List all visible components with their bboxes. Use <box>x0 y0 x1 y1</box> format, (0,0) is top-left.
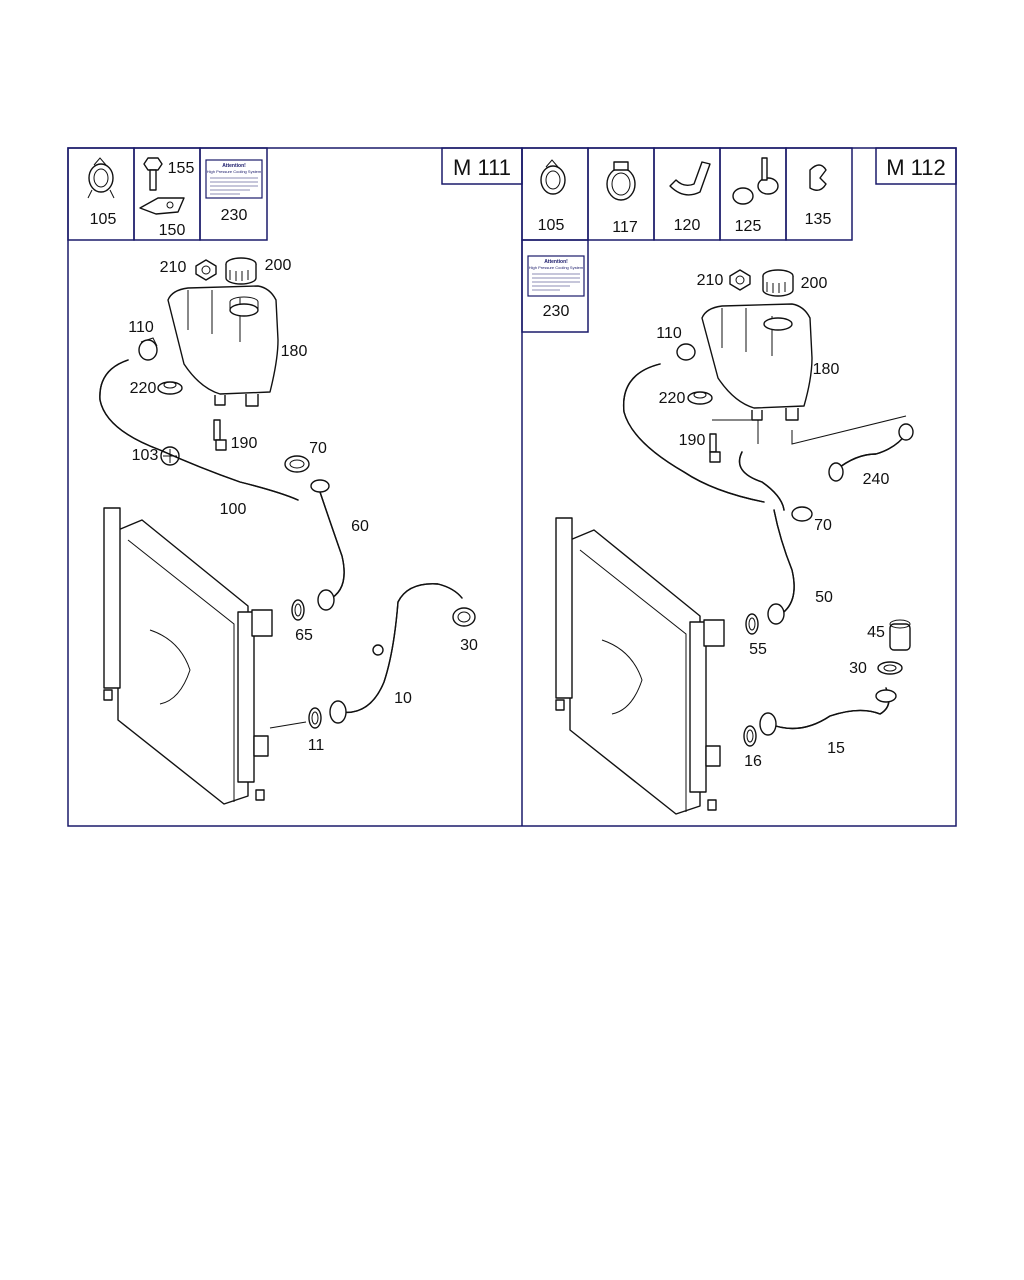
warning-label-subheading: High Pressure Cooling System <box>529 265 584 270</box>
nut-icon <box>729 269 751 291</box>
coupler-icon <box>889 619 911 651</box>
clamp-icon <box>540 159 566 195</box>
callout-label: 190 <box>679 432 706 449</box>
callout-label: 65 <box>295 627 313 644</box>
callout-label: 180 <box>281 343 308 360</box>
o-ring-icon <box>291 599 305 621</box>
callout-label: 45 <box>867 624 885 641</box>
callout-label: 110 <box>128 319 154 336</box>
o-ring-icon <box>743 725 757 747</box>
legend-label: 117 <box>612 219 638 236</box>
callout-label: 220 <box>130 380 157 397</box>
callout-label: 180 <box>813 361 840 378</box>
sensor-icon <box>709 433 721 463</box>
legend-label: 120 <box>674 217 701 234</box>
filler-cap-icon <box>762 269 794 297</box>
clamp-icon <box>676 343 696 361</box>
engine-label-m112: M 112 <box>886 155 946 180</box>
warning-label-icon: Attention! High Pressure Cooling System <box>205 159 263 199</box>
callout-label: 240 <box>863 471 890 488</box>
expansion-tank-icon <box>701 303 813 421</box>
legend-label: 230 <box>543 303 570 320</box>
callout-label: 210 <box>697 272 724 289</box>
legend-label: 135 <box>805 211 832 228</box>
upper-hose-icon <box>310 479 345 611</box>
radiator-icon <box>555 517 725 815</box>
callout-label: 103 <box>132 447 159 464</box>
callout-label: 30 <box>849 660 867 677</box>
panel-m111: M 111 105 155 150 Attention! High Pressu… <box>67 147 523 805</box>
callout-label: 200 <box>801 275 828 292</box>
warning-label-heading: Attention! <box>222 163 246 169</box>
legend-label: 150 <box>159 222 186 239</box>
callout-label: 55 <box>749 641 767 658</box>
double-clip-icon <box>732 157 779 205</box>
nut-icon <box>195 259 217 281</box>
legend-label: 155 <box>168 160 195 177</box>
radiator-icon <box>103 507 273 805</box>
o-ring-icon <box>308 707 322 729</box>
legend-label: 105 <box>90 211 117 228</box>
callout-label: 15 <box>827 740 845 757</box>
legend-cell-230 <box>199 147 268 241</box>
bolt-icon <box>143 157 163 191</box>
callout-label: 70 <box>814 517 832 534</box>
hook-clip-icon <box>809 164 827 191</box>
legend-label: 105 <box>538 217 565 234</box>
warning-label-heading: Attention! <box>544 259 568 265</box>
callout-label: 110 <box>656 325 682 342</box>
clamp-icon <box>138 337 158 361</box>
tank-hose-icon <box>738 451 785 511</box>
sensor-icon <box>213 419 227 451</box>
clamp-icon <box>87 157 115 199</box>
legend-cell-230 <box>521 239 589 333</box>
lower-hose-icon <box>759 687 897 736</box>
clip-icon <box>160 446 180 466</box>
hose-clamp-icon <box>791 506 813 522</box>
callout-label: 10 <box>394 690 412 707</box>
callout-label: 220 <box>659 390 686 407</box>
warning-label-subheading: High Pressure Cooling System <box>207 169 262 174</box>
filler-cap-icon <box>225 257 257 285</box>
callout-label: 70 <box>309 440 327 457</box>
hose-clamp-icon <box>877 661 903 675</box>
callout-label: 30 <box>460 637 478 654</box>
callout-label: 50 <box>815 589 833 606</box>
legend-label: 125 <box>735 218 762 235</box>
engine-box-m112 <box>875 147 957 185</box>
engine-label-m111: M 111 <box>453 155 511 180</box>
panel-m112: M 112 105 117 120 125 1 <box>521 147 957 815</box>
callout-label: 200 <box>265 257 292 274</box>
grommet-icon <box>687 391 713 405</box>
legend-cell-135 <box>785 147 853 241</box>
bracket-icon <box>139 197 185 215</box>
callout-label: 16 <box>744 753 762 770</box>
overflow-hose-icon <box>622 363 765 503</box>
hose-clamp-icon <box>452 607 476 627</box>
callout-label: 100 <box>220 501 247 518</box>
band-clamp-icon <box>606 161 636 201</box>
hose-clamp-icon <box>284 455 310 473</box>
callout-label: 210 <box>160 259 187 276</box>
lower-hose-icon <box>329 583 463 724</box>
hose-clip-icon <box>669 161 711 196</box>
grommet-icon <box>157 381 183 395</box>
callout-label: 190 <box>231 435 258 452</box>
upper-hose-icon <box>767 509 795 625</box>
callout-label: 60 <box>351 518 369 535</box>
bypass-hose-icon <box>828 423 914 482</box>
legend-label: 230 <box>221 207 248 224</box>
callout-label: 11 <box>308 737 325 754</box>
overflow-hose-icon <box>99 359 299 501</box>
expansion-tank-icon <box>167 285 279 407</box>
warning-label-icon: Attention! High Pressure Cooling System <box>527 255 585 297</box>
o-ring-icon <box>745 613 759 635</box>
